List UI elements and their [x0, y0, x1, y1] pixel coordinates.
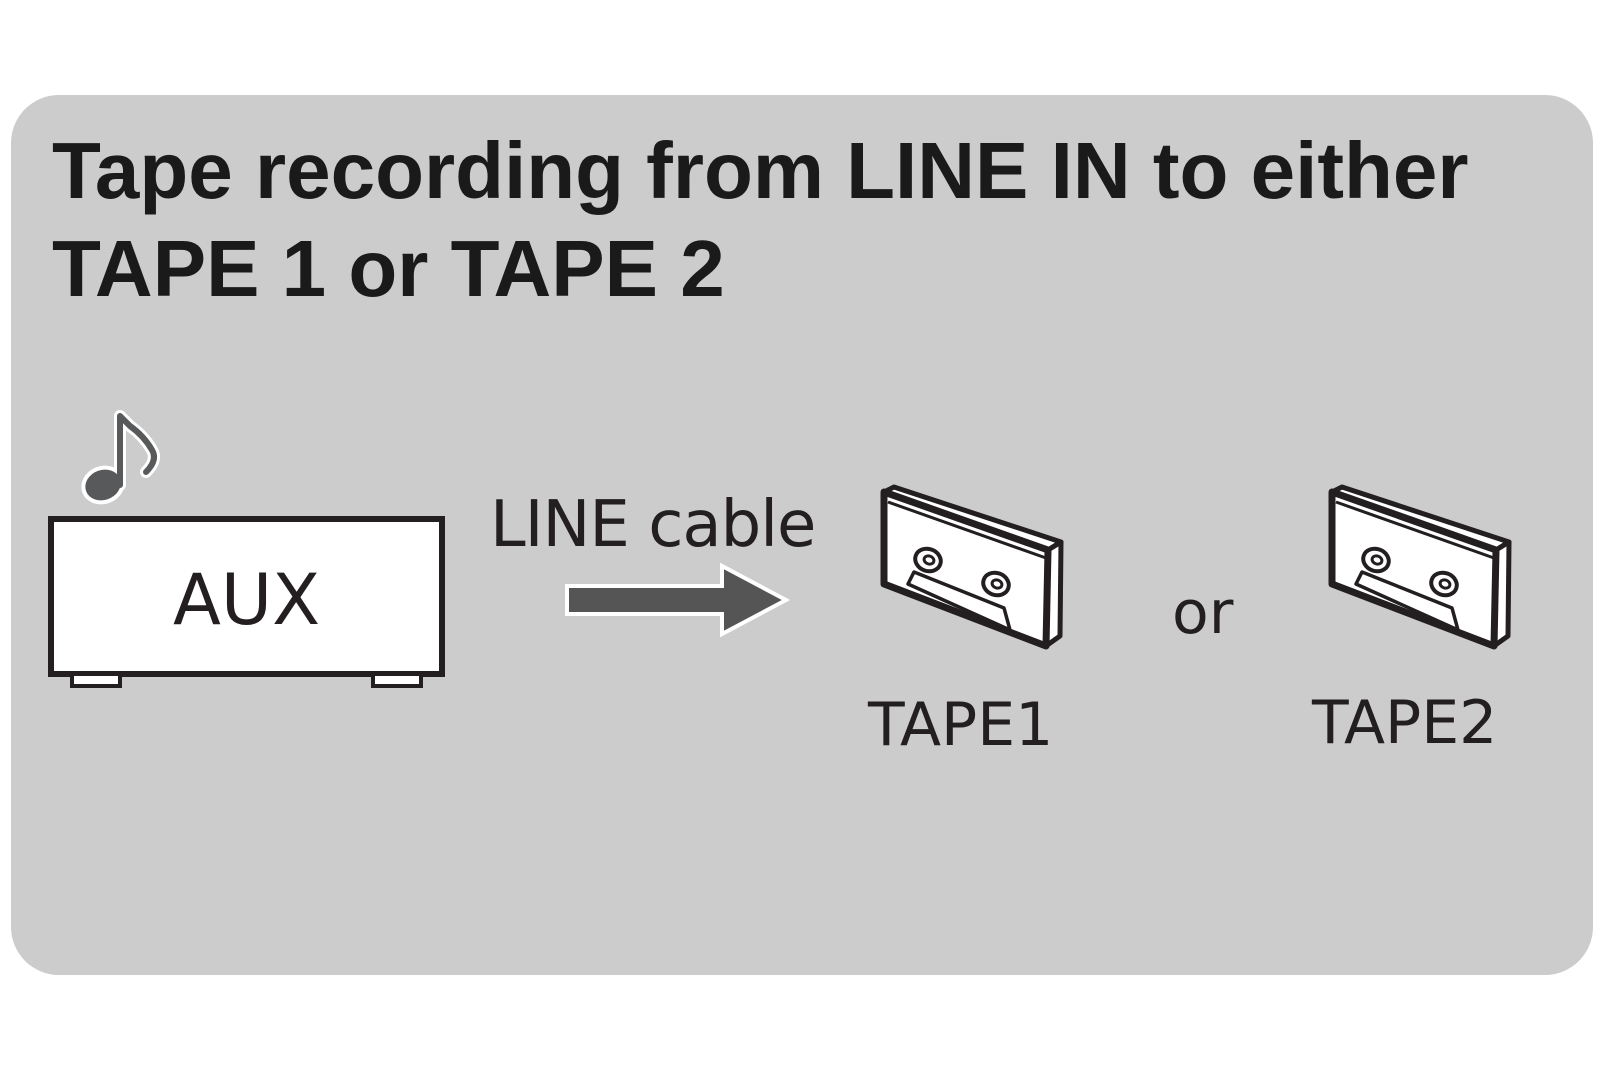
cassette-icon: [880, 484, 1064, 650]
tape1-label: TAPE1: [868, 690, 1054, 760]
or-label: or: [1172, 578, 1234, 648]
aux-device-icon: [48, 516, 445, 688]
line-cable-label: LINE cable: [490, 488, 816, 562]
cassette-icon: [1328, 484, 1512, 650]
aux-label: AUX: [172, 559, 321, 641]
music-note-icon: [81, 410, 160, 505]
tape2-label: TAPE2: [1312, 688, 1498, 758]
page-title: Tape recording from LINE IN to either TA…: [52, 122, 1572, 318]
arrow-right-icon: [565, 562, 791, 638]
title-line-1: Tape recording from LINE IN to either: [52, 126, 1469, 215]
title-line-2: TAPE 1 or TAPE 2: [52, 224, 725, 313]
